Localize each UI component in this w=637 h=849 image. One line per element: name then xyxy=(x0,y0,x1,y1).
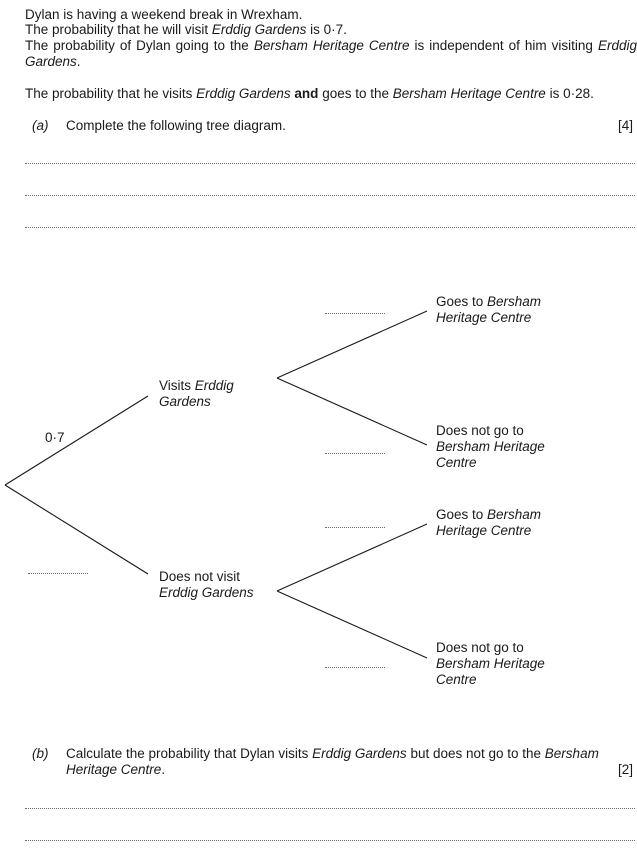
part-a-marks: [4] xyxy=(617,118,633,133)
node-visits: Visits Erddig Gardens xyxy=(159,378,234,409)
part-a-question: Complete the following tree diagram. xyxy=(66,118,286,133)
node-visit-not-go: Does not go to Bersham Heritage Centre xyxy=(436,423,545,470)
intro-line-2: The probability that he will visit Erddi… xyxy=(25,22,347,37)
prob-visit: 0·7 xyxy=(45,430,65,445)
branch-visit-not-go xyxy=(276,377,428,446)
prob-blank-not-visit-goes[interactable] xyxy=(325,527,385,528)
branch-visit xyxy=(4,395,149,486)
answer-line[interactable] xyxy=(25,808,635,809)
prob-blank-not-visit-not-go[interactable] xyxy=(325,667,385,668)
branch-not-visit-goes xyxy=(276,523,428,592)
answer-line[interactable] xyxy=(25,195,635,196)
answer-line[interactable] xyxy=(25,163,635,164)
node-not-visit: Does not visit Erddig Gardens xyxy=(159,569,254,600)
branch-visit-goes xyxy=(276,310,428,379)
part-b-label: (b) xyxy=(32,746,49,761)
prob-blank-not-visit[interactable] xyxy=(28,573,88,574)
answer-line[interactable] xyxy=(25,227,635,228)
answer-line[interactable] xyxy=(25,840,635,841)
node-not-visit-not-go: Does not go to Bersham Heritage Centre xyxy=(436,640,545,687)
part-a-label: (a) xyxy=(32,118,49,133)
part-b-question-line-1: Calculate the probability that Dylan vis… xyxy=(66,746,599,761)
node-visit-goes: Goes to Bersham Heritage Centre xyxy=(436,294,542,325)
intro-line-3: The probability of Dylan going to the Be… xyxy=(25,38,637,69)
intro-line-4: The probability that he visits Erddig Ga… xyxy=(25,86,594,101)
part-b-marks: [2] xyxy=(617,762,633,777)
node-not-visit-goes: Goes to Bersham Heritage Centre xyxy=(436,507,542,538)
prob-blank-visit-goes[interactable] xyxy=(325,313,385,314)
branch-not-visit-not-go xyxy=(276,590,428,659)
part-b-question-line-2: Heritage Centre. xyxy=(66,762,166,777)
intro-line-1: Dylan is having a weekend break in Wrexh… xyxy=(25,7,303,22)
branch-not-visit xyxy=(4,484,149,575)
prob-blank-visit-not-go[interactable] xyxy=(325,453,385,454)
